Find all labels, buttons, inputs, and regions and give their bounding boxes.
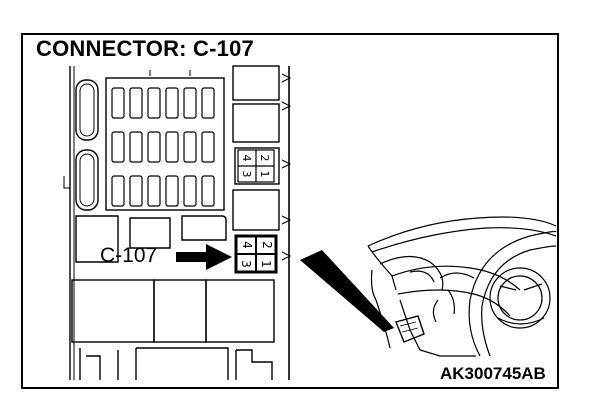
fuse-slot bbox=[165, 87, 179, 119]
bottom-relay-3 bbox=[205, 279, 275, 343]
dashboard-sketch bbox=[367, 216, 557, 357]
upper-pin-3: 3 bbox=[240, 171, 253, 178]
relay-left bbox=[75, 215, 119, 263]
fuse-grid bbox=[111, 87, 215, 207]
image-code: AK300745AB bbox=[440, 364, 546, 383]
fuse-slot bbox=[147, 131, 161, 163]
fuse-slot bbox=[201, 87, 215, 119]
right-box-2 bbox=[232, 103, 280, 143]
fuse-slot bbox=[201, 175, 215, 207]
bottom-piece-middle bbox=[135, 347, 229, 380]
relay-right bbox=[181, 215, 227, 241]
left-fuse-oval-top bbox=[75, 79, 99, 141]
callout-wedge bbox=[300, 250, 394, 332]
fuse-slot bbox=[165, 175, 179, 207]
fuse-grid-frame bbox=[105, 77, 225, 211]
dash-connector-location bbox=[395, 315, 425, 343]
right-box-1 bbox=[232, 65, 280, 101]
right-box-3 bbox=[232, 189, 280, 231]
fuse-slot bbox=[183, 131, 197, 163]
left-fuse-oval-bottom bbox=[75, 149, 99, 211]
fuse-slot bbox=[111, 87, 125, 119]
bottom-piece-right bbox=[235, 349, 273, 380]
diagram-title: CONNECTOR: C-107 bbox=[36, 36, 254, 61]
fuse-slot bbox=[147, 175, 161, 207]
fuse-slot bbox=[165, 131, 179, 163]
fuse-slot bbox=[129, 175, 143, 207]
fuse-slot bbox=[111, 131, 125, 163]
bottom-piece-left bbox=[79, 348, 119, 380]
c107-connector-outline bbox=[234, 234, 278, 274]
upper-connector-outline bbox=[234, 147, 280, 185]
fuse-slot bbox=[183, 175, 197, 207]
upper-pin-2: 2 bbox=[258, 155, 271, 162]
pointer-arrow bbox=[176, 244, 232, 270]
bottom-relay-1 bbox=[71, 279, 155, 343]
upper-pin-1: 1 bbox=[258, 171, 271, 178]
upper-pin-4: 4 bbox=[240, 155, 253, 162]
connector-label: C-107 bbox=[100, 244, 158, 267]
fuse-slot bbox=[129, 87, 143, 119]
fuse-slot bbox=[201, 131, 215, 163]
fuse-slot bbox=[111, 175, 125, 207]
pin-3: 3 bbox=[239, 260, 253, 268]
pin-4: 4 bbox=[240, 241, 254, 249]
fuse-slot bbox=[129, 131, 143, 163]
fuse-slot bbox=[183, 87, 197, 119]
bottom-relay-2 bbox=[153, 279, 207, 343]
relay-middle bbox=[129, 217, 171, 249]
pin-2: 2 bbox=[260, 241, 274, 249]
pin-1: 1 bbox=[259, 260, 273, 268]
fuse-slot bbox=[147, 87, 161, 119]
diagram-frame bbox=[21, 33, 559, 389]
